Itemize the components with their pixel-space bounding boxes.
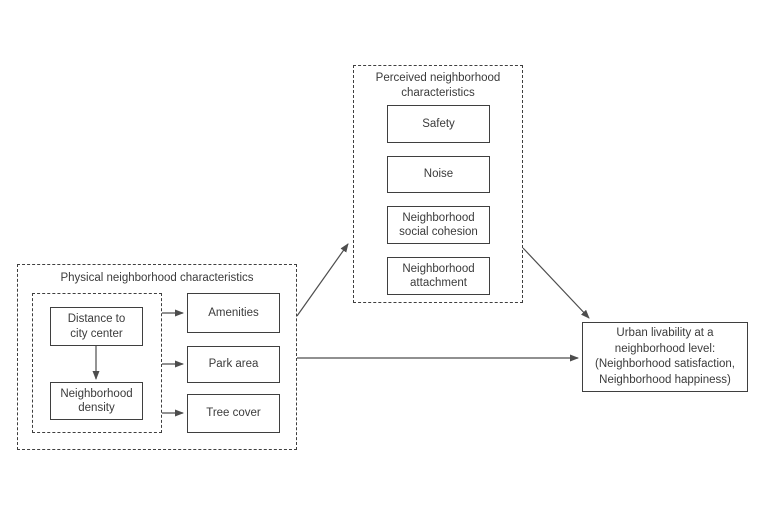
outcome-box: Urban livability at a neighborhood level… <box>582 322 748 392</box>
cohesion-box: Neighborhood social cohesion <box>387 206 490 244</box>
distance-box: Distance to city center <box>50 307 143 346</box>
perceived-group-title: Perceived neighborhood characteristics <box>375 72 501 99</box>
park-box: Park area <box>187 346 280 383</box>
physical-group-title: Physical neighborhood characteristics <box>60 272 254 284</box>
arrow-physical-to-perceived <box>296 243 349 317</box>
safety-box: Safety <box>387 105 490 143</box>
arrow-perceived-to-outcome <box>522 247 590 319</box>
density-box: Neighborhood density <box>50 382 143 420</box>
noise-box: Noise <box>387 156 490 193</box>
perceived-group <box>353 65 523 303</box>
physical-inner-group <box>32 293 162 433</box>
physical-group <box>17 264 297 450</box>
tree-box: Tree cover <box>187 394 280 433</box>
attachment-box: Neighborhood attachment <box>387 257 490 295</box>
amenities-box: Amenities <box>187 293 280 333</box>
